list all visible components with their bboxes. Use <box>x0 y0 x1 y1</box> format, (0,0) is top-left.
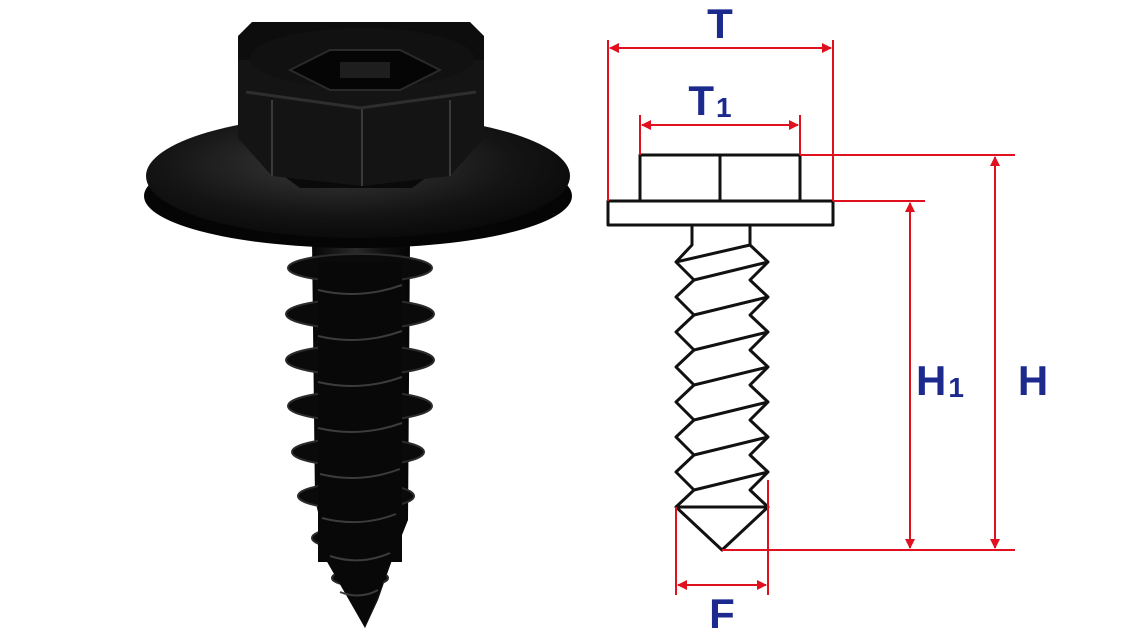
label-H1: H1 <box>916 357 964 404</box>
screw-hex-head <box>238 22 484 188</box>
label-H1-sub: 1 <box>948 372 964 403</box>
label-T: T <box>707 0 733 47</box>
drawing-thread-lines <box>675 243 769 509</box>
label-T1: T1 <box>688 77 731 124</box>
dimension-labels: T T1 H1 H F <box>688 0 1048 637</box>
drawing-shank <box>674 223 770 552</box>
label-F: F <box>709 590 735 637</box>
screw-photo <box>144 22 572 628</box>
label-H1-main: H <box>916 357 946 404</box>
label-T1-main: T <box>688 77 714 124</box>
label-T1-sub: 1 <box>716 92 732 123</box>
screw-drawing <box>606 153 835 552</box>
dimension-lines <box>607 40 1015 595</box>
drawing-washer <box>606 199 835 227</box>
label-H: H <box>1018 357 1048 404</box>
